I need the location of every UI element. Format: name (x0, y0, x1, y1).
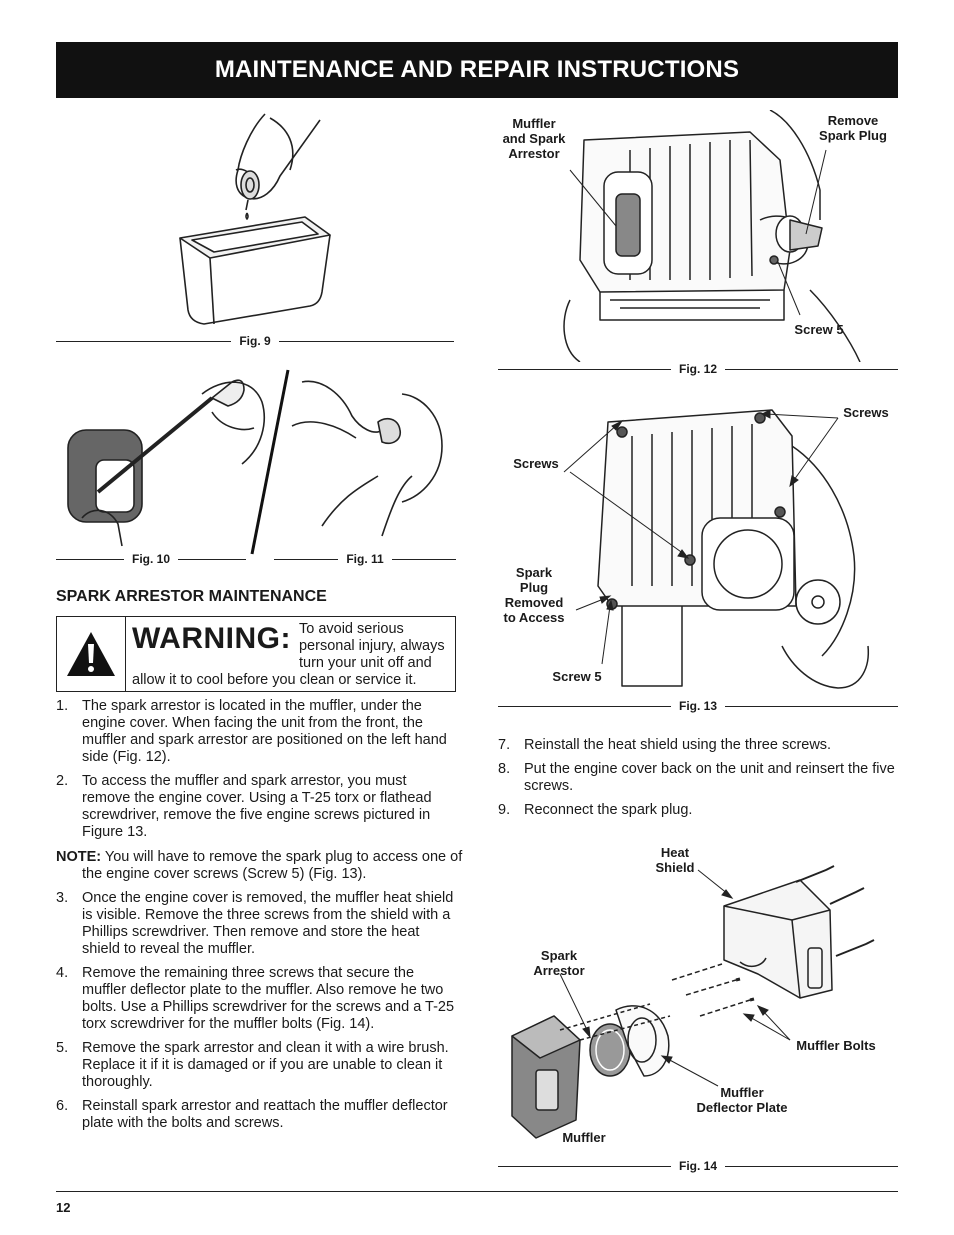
list-item: 8.Put the engine cover back on the unit … (498, 761, 895, 794)
fig13-callout-spark-plug: Spark Plug Removed to Access (503, 565, 565, 625)
warning-icon-cell (57, 617, 126, 691)
warning-label: WARNING: (132, 622, 291, 655)
fig12-callout-muffler: Muffler and Spark Arrestor (502, 116, 566, 161)
list-item: 4.Remove the remaining three screws that… (56, 965, 455, 1032)
list-item: 7.Reinstall the heat shield using the th… (498, 737, 832, 753)
section-heading: SPARK ARRESTOR MAINTENANCE (56, 588, 327, 605)
fig9-caption: Fig. 9 (56, 334, 454, 348)
figure-10 (62, 368, 282, 548)
figure-9 (170, 110, 340, 335)
filter-oil-illustration (179, 113, 331, 325)
page-header: MAINTENANCE AND REPAIR INSTRUCTIONS (56, 42, 898, 98)
engine-cover-illustration (563, 110, 861, 362)
fig10-caption: Fig. 10 (56, 552, 247, 566)
figure-12 (560, 110, 880, 362)
page-number: 12 (56, 1200, 71, 1215)
fig14-callout-spark-arrestor: Spark Arrestor (533, 948, 585, 978)
fig14-callout-deflector: Muffler Deflector Plate (696, 1085, 788, 1115)
fig13-caption: Fig. 13 (498, 699, 899, 713)
note-label: NOTE: (56, 849, 102, 865)
fig14-callout-muffler-bolts: Muffler Bolts (796, 1038, 876, 1053)
list-item: 9.Reconnect the spark plug. (498, 802, 693, 818)
warning-text-cell: WARNING: To avoid serious personal injur… (126, 617, 455, 691)
fig14-caption: Fig. 14 (498, 1159, 899, 1173)
fig13-callout-screws-right: Screws (843, 405, 889, 420)
filter-cleaning-illustration (67, 379, 265, 547)
fig14-callout-muffler: Muffler (562, 1130, 606, 1145)
list-item: 2.To access the muffler and spark arrest… (56, 773, 432, 840)
fig13-callout-screws-left: Screws (513, 456, 559, 471)
figure-14 (500, 840, 896, 1156)
fig14-callout-heat-shield: Heat Shield (655, 845, 695, 875)
page-title: MAINTENANCE AND REPAIR INSTRUCTIONS (214, 56, 740, 83)
note-text: You will have to remove the spark plug t… (82, 849, 463, 882)
squeeze-filter-illustration (291, 380, 443, 537)
steps-list-left: 1.The spark arrestor is located in the m… (56, 698, 456, 848)
fig13-callout-screw5: Screw 5 (552, 669, 602, 684)
fig13-leader-lines (563, 409, 839, 665)
muffler-exploded-illustration (511, 865, 875, 1139)
figure-13 (592, 396, 872, 696)
list-item: 3.Once the engine cover is removed, the … (56, 890, 454, 957)
list-item: 5.Remove the spark arrestor and clean it… (56, 1040, 449, 1090)
engine-screws-illustration (597, 409, 870, 689)
note: NOTE: You will have to remove the spark … (56, 849, 482, 883)
steps-list-right: 7.Reinstall the heat shield using the th… (498, 737, 902, 826)
warning-text: To avoid serious personal injury, always… (132, 621, 445, 688)
fig11-caption: Fig. 11 (274, 552, 457, 566)
fig12-callout-screw5: Screw 5 (794, 322, 844, 337)
figure-divider (248, 368, 292, 556)
warning-triangle-icon (67, 632, 115, 676)
footer-rule (56, 1191, 898, 1192)
list-item: 1.The spark arrestor is located in the m… (56, 698, 447, 765)
figure-11 (282, 376, 452, 546)
fig12-caption: Fig. 12 (498, 362, 899, 376)
fig12-callout-spark-plug: Remove Spark Plug (819, 113, 887, 143)
list-item: 6.Reinstall spark arrestor and reattach … (56, 1098, 448, 1131)
steps-list-left-2: 3.Once the engine cover is removed, the … (56, 890, 456, 1139)
warning-box: WARNING: To avoid serious personal injur… (56, 616, 456, 692)
